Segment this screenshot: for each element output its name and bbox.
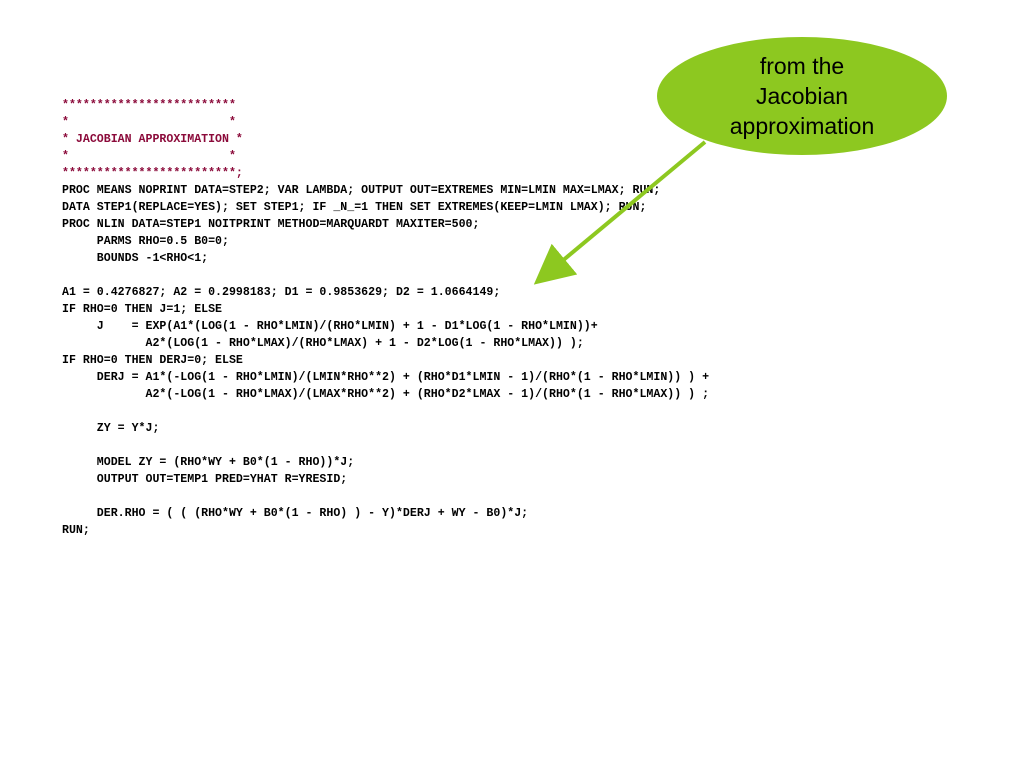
comment-line: * JACOBIAN APPROXIMATION *: [62, 133, 243, 146]
callout-bubble: from the Jacobian approximation: [657, 37, 947, 155]
comment-line: *************************: [62, 99, 236, 112]
code-line: PROC NLIN DATA=STEP1 NOITPRINT METHOD=MA…: [62, 218, 480, 231]
code-line: A2*(LOG(1 - RHO*LMAX)/(RHO*LMAX) + 1 - D…: [62, 337, 584, 350]
code-line: IF RHO=0 THEN J=1; ELSE: [62, 303, 223, 316]
code-line: RUN;: [62, 524, 90, 537]
code-line: MODEL ZY = (RHO*WY + B0*(1 - RHO))*J;: [62, 456, 355, 469]
code-line: J = EXP(A1*(LOG(1 - RHO*LMIN)/(RHO*LMIN)…: [62, 320, 598, 333]
code-line: PARMS RHO=0.5 B0=0;: [62, 235, 229, 248]
code-line: IF RHO=0 THEN DERJ=0; ELSE: [62, 354, 243, 367]
code-line: DERJ = A1*(-LOG(1 - RHO*LMIN)/(LMIN*RHO*…: [62, 371, 710, 384]
comment-line: * *: [62, 116, 236, 129]
code-line: PROC MEANS NOPRINT DATA=STEP2; VAR LAMBD…: [62, 184, 661, 197]
callout-text: from the Jacobian approximation: [729, 53, 875, 139]
code-line: BOUNDS -1<RHO<1;: [62, 252, 209, 265]
code-line: DER.RHO = ( ( (RHO*WY + B0*(1 - RHO) ) -…: [62, 507, 529, 520]
code-line: ZY = Y*J;: [62, 422, 160, 435]
code-line: A1 = 0.4276827; A2 = 0.2998183; D1 = 0.9…: [62, 286, 501, 299]
code-line: A2*(-LOG(1 - RHO*LMAX)/(LMAX*RHO**2) + (…: [62, 388, 710, 401]
sas-code-block: ************************* * * * JACOBIAN A…: [62, 97, 709, 539]
code-line: OUTPUT OUT=TEMP1 PRED=YHAT R=YRESID;: [62, 473, 348, 486]
comment-line: * *: [62, 150, 236, 163]
comment-line: *************************;: [62, 167, 243, 180]
